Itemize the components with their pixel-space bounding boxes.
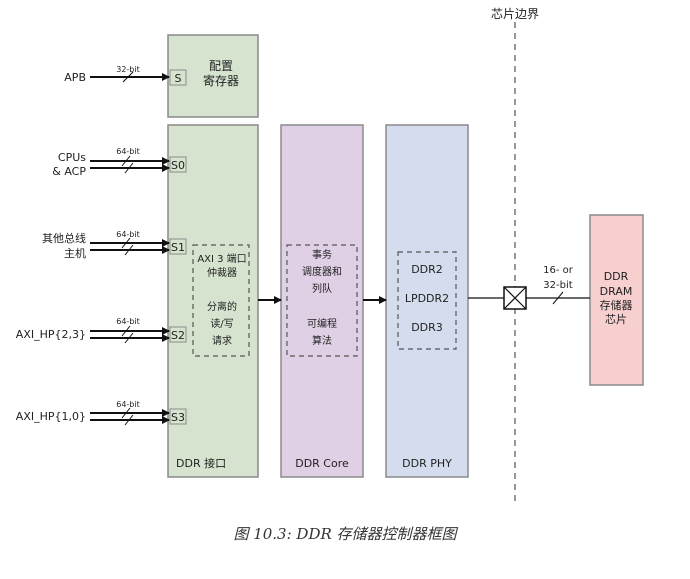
dram-block <box>589 214 644 386</box>
ddr-core-block <box>280 124 364 478</box>
dram-width-slash <box>552 291 564 305</box>
ddr-core-label: DDR Core <box>295 457 349 470</box>
figure-caption: 图 10.3: DDR 存储器控制器框图 <box>233 525 457 543</box>
port-s <box>169 69 187 86</box>
phy-line-ddr3: DDR3 <box>411 321 443 334</box>
scheduler-line-2: 调度器和 <box>302 265 342 278</box>
apb-label: APB <box>64 71 86 84</box>
ddr-phy-block <box>385 124 469 478</box>
arbiter-line-2: 仲裁器 <box>207 266 237 279</box>
apb-width-label: 32-bit <box>116 65 140 74</box>
arbiter-line-1: AXI 3 端口 <box>197 252 246 265</box>
phy-line-ddr2: DDR2 <box>411 263 443 276</box>
hp10-label: AXI_HP{1,0} <box>16 410 86 423</box>
dram-line-2: DRAM <box>600 285 633 298</box>
arbiter-line-6: 请求 <box>212 334 232 347</box>
scheduler-line-6: 算法 <box>312 334 332 347</box>
hp23-label: AXI_HP{2,3} <box>16 328 86 341</box>
other-label-line1: 其他总线 <box>42 231 86 245</box>
arbiter-dashed-box <box>192 244 250 357</box>
dram-width-line1: 16- or <box>543 265 574 276</box>
hp10-width-slash-1 <box>121 407 131 419</box>
hp10-width-label: 64-bit <box>116 400 140 409</box>
hp23-width-slash-1 <box>121 325 131 337</box>
hp23-width-slash-2 <box>124 332 134 344</box>
dram-line-4: 芯片 <box>605 312 627 326</box>
other-width-slash-1 <box>121 237 131 249</box>
dram-line-3: 存储器 <box>600 298 633 312</box>
dram-line-1: DDR <box>604 270 629 283</box>
chip-boundary-label: 芯片边界 <box>491 7 539 21</box>
port-s2-label: S2 <box>171 329 185 342</box>
config-register-line2: 寄存器 <box>203 73 239 88</box>
dram-width-line2: 32-bit <box>543 280 572 291</box>
port-s1-label: S1 <box>171 241 185 254</box>
port-s3 <box>169 408 187 425</box>
port-s3-label: S3 <box>171 411 185 424</box>
other-label-line2: 主机 <box>64 246 86 260</box>
port-s-label: S <box>175 72 182 85</box>
cpus-width-slash-2 <box>124 162 134 174</box>
port-s2 <box>169 326 187 343</box>
other-width-slash-2 <box>124 244 134 256</box>
port-s1 <box>169 238 187 255</box>
scheduler-dashed-box <box>286 244 358 357</box>
scheduler-line-3: 列队 <box>312 282 332 295</box>
config-register-line1: 配置 <box>209 59 233 73</box>
port-s0-label: S0 <box>171 159 185 172</box>
scheduler-line-5: 可编程 <box>307 317 337 330</box>
hp23-width-label: 64-bit <box>116 317 140 326</box>
phy-line-lpddr2: LPDDR2 <box>405 292 449 305</box>
apb-width-slash <box>122 71 134 83</box>
phy-dashed-box <box>397 251 457 350</box>
cpus-label-line1: CPUs <box>58 151 86 164</box>
ddr-phy-label: DDR PHY <box>402 457 452 470</box>
arbiter-line-4: 分离的 <box>207 300 237 313</box>
cpus-label-line2: & ACP <box>52 165 86 178</box>
other-width-label: 64-bit <box>116 230 140 239</box>
io-pad-cross-2 <box>503 286 527 310</box>
ddr-interface-label: DDR 接口 <box>176 457 226 470</box>
arbiter-line-5: 读/写 <box>210 317 233 330</box>
cpus-width-label: 64-bit <box>116 147 140 156</box>
scheduler-line-1: 事务 <box>312 248 332 261</box>
hp10-width-slash-2 <box>124 414 134 426</box>
cpus-width-slash-1 <box>121 155 131 167</box>
port-s0 <box>169 156 187 173</box>
